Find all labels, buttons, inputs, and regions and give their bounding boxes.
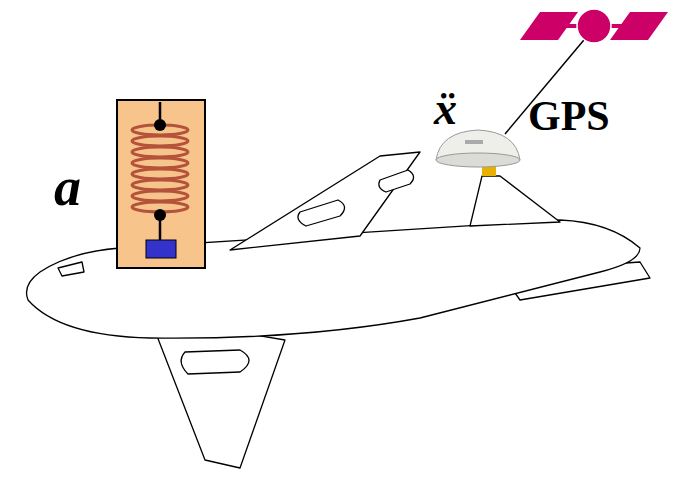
gps-acceleration-symbol: ẍ [434,86,457,132]
near-wing [150,318,285,468]
cockpit-window [58,262,84,276]
acceleration-symbol: a [54,160,81,214]
far-wing [230,152,420,250]
gps-antenna [436,130,520,176]
gps-label: GPS [528,95,610,137]
tail-fin [470,176,560,226]
engine [379,170,414,192]
accelerometer [117,100,205,268]
engine [298,200,345,226]
engine [181,350,249,374]
